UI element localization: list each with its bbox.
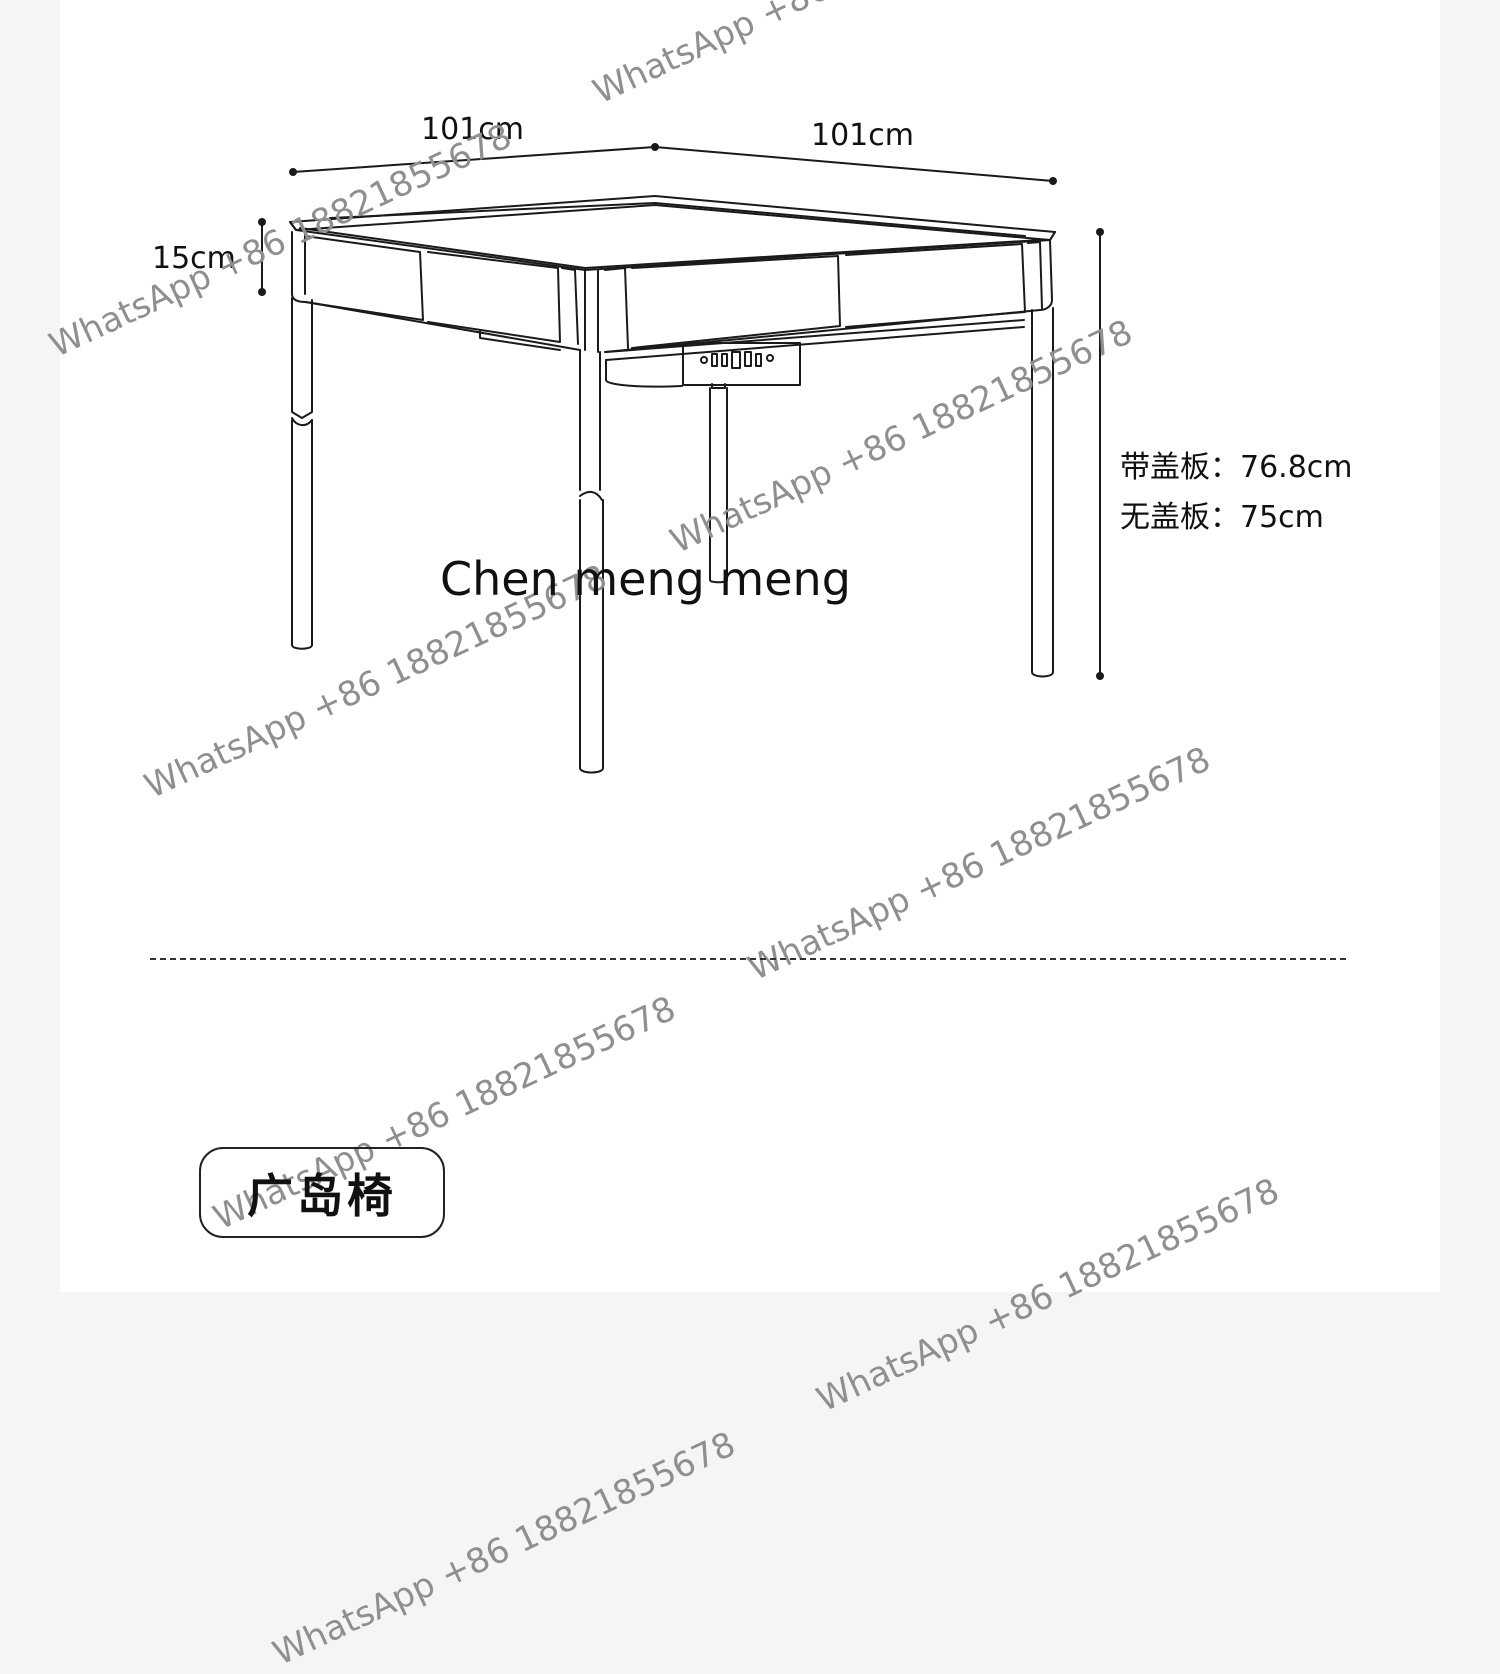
control-box — [605, 342, 801, 389]
width-label-left: 101cm — [421, 112, 524, 147]
height-without-cover-label: 无盖板：75cm — [1120, 500, 1324, 535]
drawing-sheet — [60, 0, 1440, 1292]
section-label: 广岛椅 — [247, 1168, 397, 1223]
table-line-drawing — [258, 143, 1104, 774]
watermark-text: WhatsApp +86 18821855678 — [810, 1170, 1286, 1421]
table-legs — [291, 297, 1054, 774]
section-label-box: 广岛椅 — [199, 1147, 445, 1238]
caption-text: Chen meng meng — [440, 552, 851, 606]
width-label-right: 101cm — [811, 118, 914, 153]
watermark-text: WhatsApp +86 18821855678 — [664, 312, 1139, 562]
watermark-text: WhatsApp +86 18821855678 — [267, 1424, 742, 1674]
frame-height-label: 15cm — [152, 241, 236, 276]
dashed-divider — [150, 958, 1346, 960]
table-frame — [291, 231, 1053, 361]
watermark-text: WhatsApp +86 18821855678 — [587, 0, 1061, 112]
dimension-lines — [258, 143, 1104, 680]
height-with-cover-label: 带盖板：76.8cm — [1120, 450, 1353, 485]
watermark-text: WhatsApp +86 18821855678 — [742, 739, 1217, 989]
